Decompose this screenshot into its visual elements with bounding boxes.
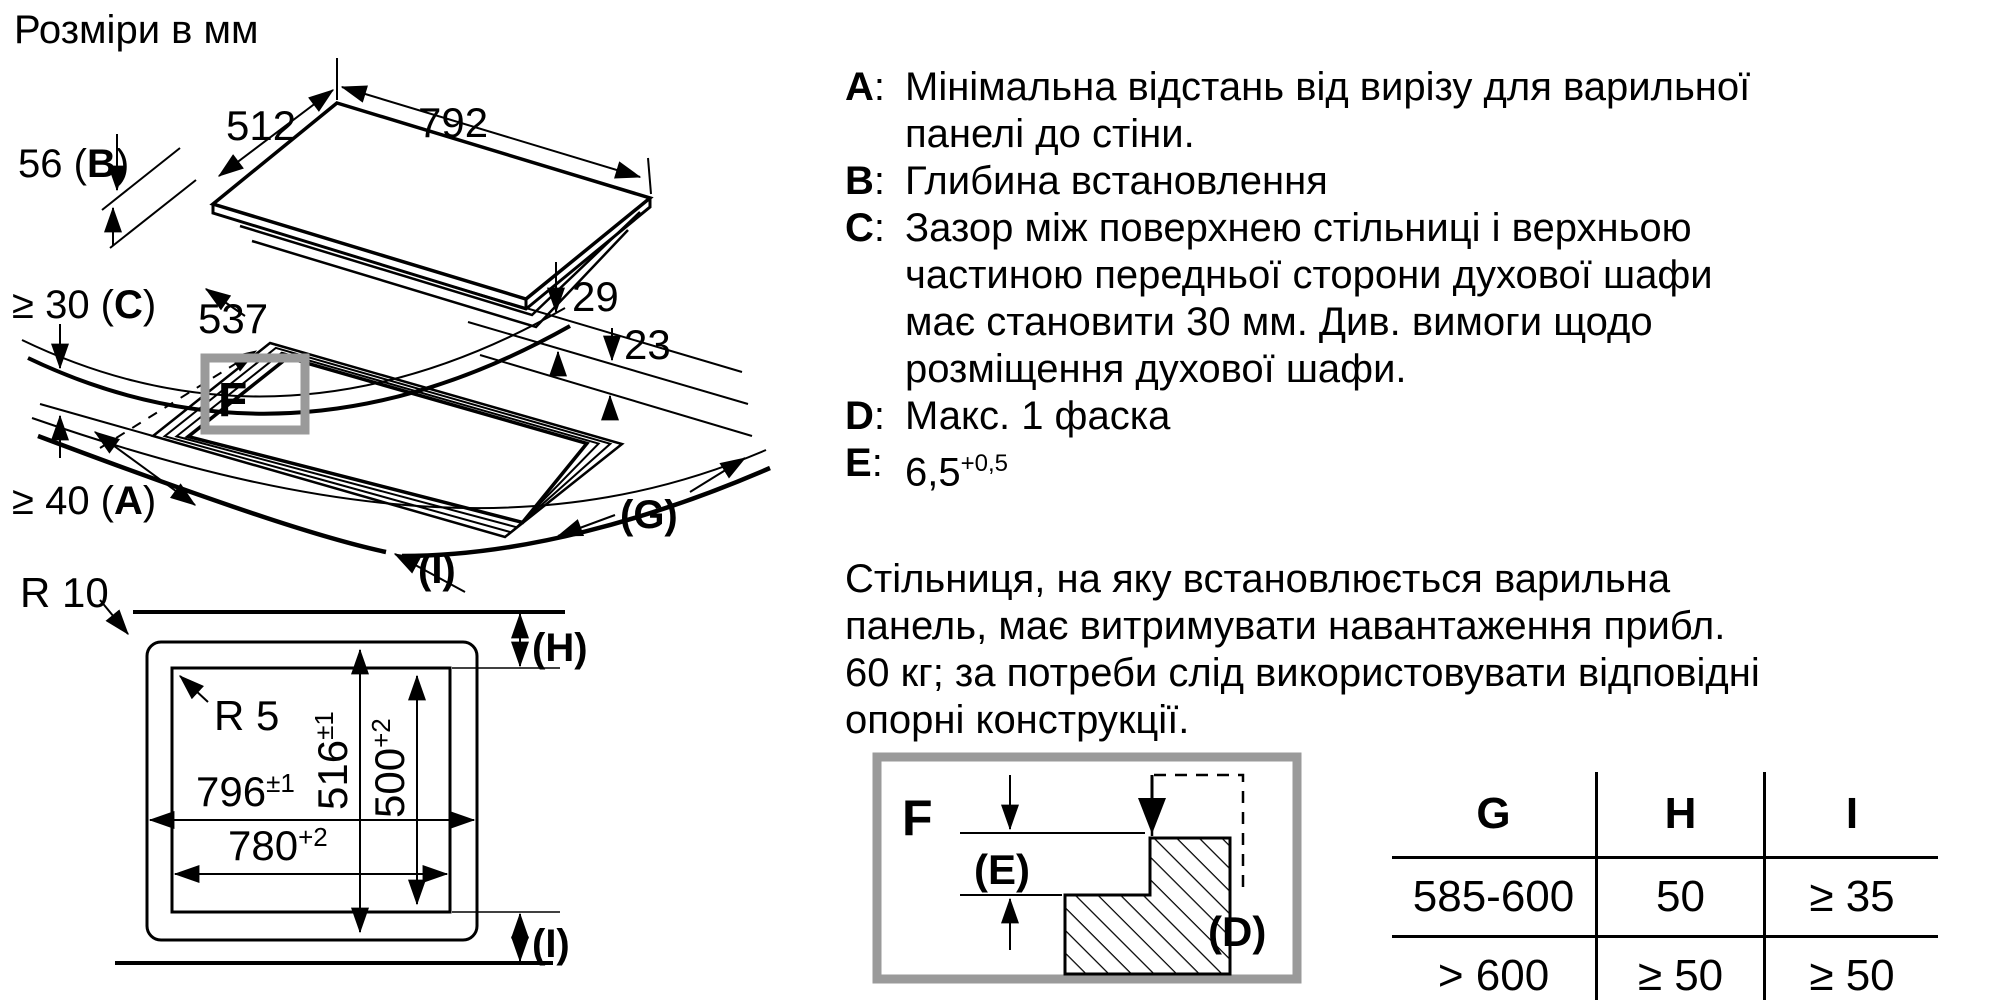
legend-item-D: D: Макс. 1 фаска [845, 393, 1975, 440]
legend-text-line: Мінімальна відстань від вирізу для варил… [905, 65, 1751, 109]
legend-item-C: C: Зазор між поверхнею стільниці і верхн… [845, 205, 1975, 393]
r5-arrow [179, 675, 209, 703]
legend-key: C [845, 206, 874, 250]
ghi-table: G H I 585-600 50 ≥ 35 > 600 ≥ 50 ≥ 50 [1392, 772, 1938, 1000]
f-callout-frame [200, 353, 310, 435]
pointer-G [556, 457, 747, 537]
table-cell: 50 [1598, 859, 1766, 938]
table-cell: ≥ 50 [1598, 938, 1766, 1000]
legend-text-line: розміщення духової шафи. [905, 347, 1407, 391]
dim-56B [101, 134, 197, 249]
label-F: F [218, 374, 247, 427]
legend-key: D [845, 394, 874, 438]
label-780: 780+2 [228, 822, 328, 869]
note-line: Стільниця, на яку встановлюється варильн… [845, 557, 1671, 601]
r10-arrow [99, 599, 129, 635]
legend-text-line: Зазор між поверхнею стільниці і верхньою [905, 206, 1692, 250]
label-D: (D) [1208, 908, 1266, 955]
legend-item-B: B: Глибина встановлення [845, 158, 1975, 205]
label-30C: ≥ 30 (C) [12, 283, 156, 327]
legend-item-E: E: 6,5+0,5 [845, 441, 1008, 495]
legend-key: B [845, 159, 874, 203]
label-56B: 56 (B) [18, 142, 129, 186]
label-R10: R 10 [20, 569, 109, 616]
dim-512 [217, 58, 338, 177]
legend: A: Мінімальна відстань від вирізу для ва… [845, 64, 1975, 496]
worktop-load-note: Стільниця, на яку встановлюється варильн… [845, 556, 1760, 744]
label-H: (H) [532, 626, 588, 670]
note-line: панель, має витримувати навантаження при… [845, 604, 1726, 648]
table-cell: ≥ 50 [1809, 951, 1895, 1000]
iso-view [21, 58, 771, 593]
legend-item-A: A: Мінімальна відстань від вирізу для ва… [845, 64, 1975, 158]
pointer-I [393, 553, 466, 593]
legend-text-line: Глибина встановлення [905, 159, 1328, 203]
table-cell: > 600 [1392, 938, 1598, 1000]
iso-labels: 512 792 56 (B) ≥ 30 (C) 537 29 23 ≥ 40 (… [12, 99, 678, 592]
e-value: 6,5 [905, 450, 961, 495]
label-516: 516±1 [309, 711, 356, 810]
dim-40A [93, 431, 197, 506]
note-line: 60 кг; за потреби слід використовувати в… [845, 651, 1760, 695]
label-I-bottom: (I) [532, 922, 570, 966]
legend-text-line: Макс. 1 фаска [905, 394, 1171, 438]
e-tolerance: +0,5 [960, 450, 1008, 477]
table-header-G: G [1392, 772, 1598, 859]
label-500: 500+2 [366, 718, 413, 818]
note-line: опорні конструкції. [845, 698, 1190, 742]
table-cell: 585-600 [1392, 859, 1598, 938]
detail-f-box: F (E) (D) [872, 752, 1302, 984]
label-G: (G) [620, 493, 678, 537]
worktop-cutout [150, 341, 625, 539]
table-header-I: I [1766, 772, 1938, 859]
cutout-labels: R 10 R 5 516±1 500+2 796±1 780+2 (H) (I) [20, 569, 588, 966]
dim-792 [340, 85, 652, 195]
legend-key: E [845, 441, 872, 485]
detail-f-label: F [902, 790, 933, 846]
d-arrow-head [1138, 798, 1166, 834]
label-792: 792 [418, 99, 488, 146]
label-E: (E) [974, 846, 1030, 893]
wall-lines [21, 307, 571, 437]
legend-text-line: має становити 30 мм. Див. вимоги щодо [905, 300, 1653, 344]
label-537: 537 [198, 295, 268, 342]
dim-537 [99, 288, 258, 449]
dim-29-23 [454, 262, 753, 437]
cutout-front-view [99, 599, 565, 965]
label-I: (I) [418, 548, 456, 592]
legend-text-line: панелі до стіни. [905, 112, 1195, 156]
label-40A: ≥ 40 (A) [12, 479, 156, 523]
legend-text-line: частиною передньої сторони духової шафи [905, 253, 1713, 297]
label-512: 512 [226, 102, 296, 149]
label-796: 796±1 [196, 768, 295, 815]
label-29: 29 [572, 273, 619, 320]
legend-key: A [845, 65, 874, 109]
table-cell: ≥ 35 [1766, 859, 1938, 938]
worktop-step-profile [1063, 836, 1232, 976]
table-header-H: H [1598, 772, 1766, 859]
label-23: 23 [624, 321, 671, 368]
page-title: Розміри в мм [14, 8, 259, 52]
label-R5: R 5 [214, 692, 279, 739]
